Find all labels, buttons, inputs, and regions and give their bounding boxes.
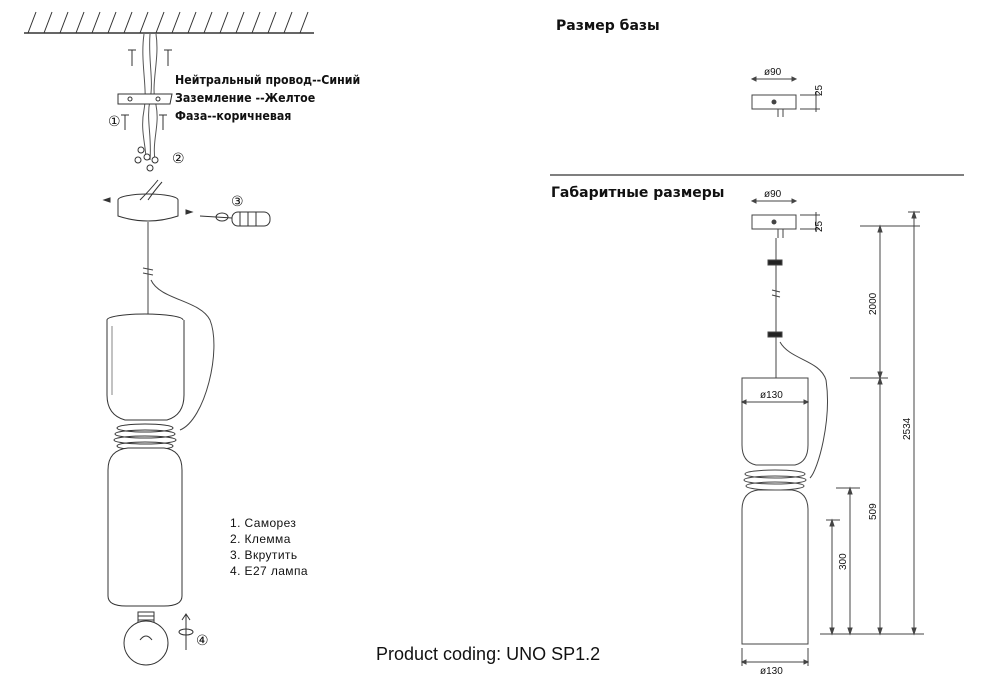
- screw-icon: [121, 49, 172, 130]
- wire-legend: Нейтральный провод--Синий Заземление --Ж…: [175, 71, 360, 125]
- lower-shade: [107, 447, 183, 607]
- parts-list-item: 3. Вкрутить: [230, 548, 298, 562]
- canopy: [117, 179, 179, 222]
- step-marker-1: ①: [108, 113, 121, 129]
- pendant-cable: [142, 222, 215, 431]
- lower-height-label: 300: [838, 553, 849, 570]
- top-diameter-label: ø90: [764, 189, 782, 200]
- shade-height-label: 509: [868, 503, 879, 520]
- bottom-diameter-label: ø130: [760, 666, 783, 677]
- overall-drawing: [740, 198, 924, 666]
- wire-neutral-label: Нейтральный провод--Синий: [175, 73, 361, 87]
- overall-size-title: Габаритные размеры: [551, 185, 725, 201]
- wire-ground-label: Заземление --Желтое: [175, 91, 316, 105]
- terminal-icon: [134, 146, 159, 172]
- bulb-icon: [123, 611, 169, 666]
- parts-list-item: 2. Клемма: [230, 532, 291, 546]
- side-screw-icon: [102, 197, 194, 215]
- rotate-arrow-icon: [178, 613, 194, 650]
- step-marker-4: ④: [196, 632, 209, 648]
- cable-length-label: 2000: [868, 292, 879, 315]
- base-size-drawing: [750, 76, 820, 117]
- wire-phase-label: Фаза--коричневая: [175, 109, 292, 123]
- base-height-label: 25: [814, 84, 825, 96]
- upper-shade-diameter-label: ø130: [760, 390, 783, 401]
- base-diameter-label: ø90: [764, 67, 782, 78]
- product-coding: Product coding: UNO SP1.2: [376, 644, 601, 664]
- screwdriver-icon: [199, 211, 271, 227]
- upper-shade: [106, 313, 185, 421]
- parts-list-item: 4. E27 лампа: [230, 564, 308, 578]
- ceiling: [24, 11, 314, 34]
- step-marker-2: ②: [172, 150, 185, 166]
- total-height-label: 2534: [902, 417, 913, 440]
- top-height-label: 25: [814, 220, 825, 232]
- step-marker-3: ③: [231, 193, 244, 209]
- parts-list: 1. Саморез 2. Клемма 3. Вкрутить 4. E27 …: [230, 515, 308, 579]
- base-size-title: Размер базы: [556, 18, 660, 34]
- parts-list-item: 1. Саморез: [230, 516, 297, 530]
- coil-neck: [113, 423, 177, 451]
- mounting-bracket: [117, 93, 173, 105]
